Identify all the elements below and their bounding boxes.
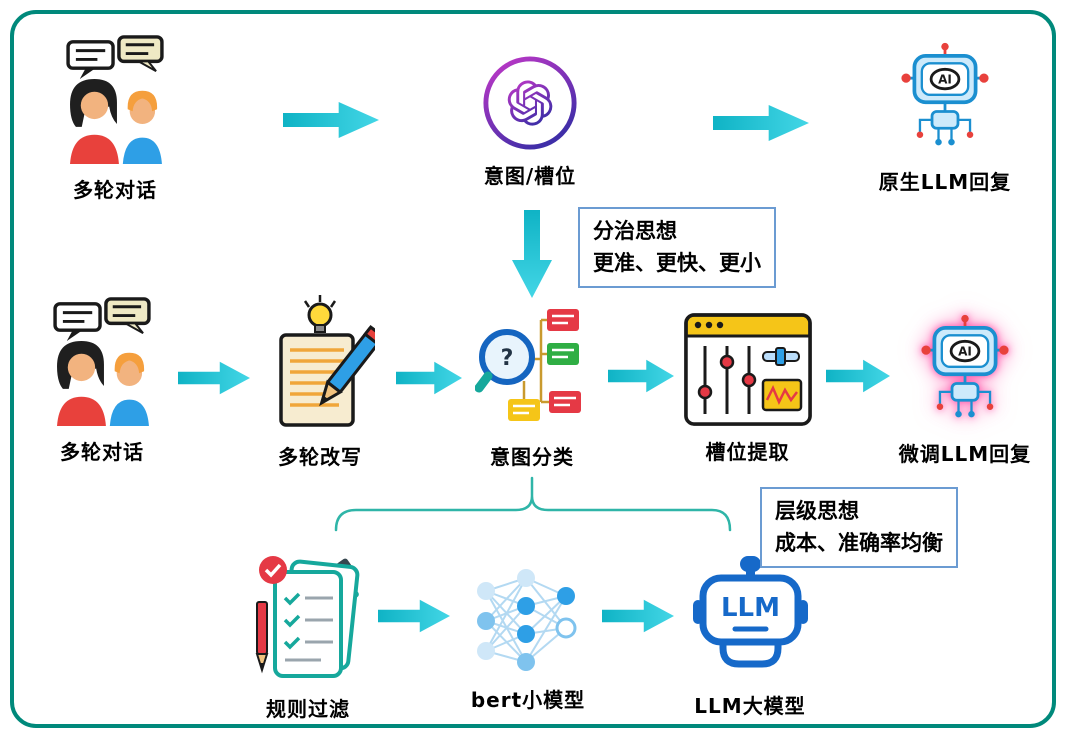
node-native-llm-reply: AI 原生LLM回复 [870,40,1020,195]
people-chat-icon [53,297,151,427]
node-multi-turn-dialog-top: 多轮对话 [40,34,190,203]
node-label: 意图/槽位 [483,164,577,188]
arrow-right-icon [396,360,462,396]
annotation-hierarchy: 层级思想 成本、准确率均衡 [760,487,958,568]
svg-text:AI: AI [958,345,972,359]
node-label: 微调LLM回复 [898,442,1032,466]
node-label: 原生LLM回复 [878,170,1012,194]
svg-text:LLM: LLM [720,593,779,623]
arrow-right-icon [608,358,674,394]
arrow-right-icon [283,100,379,140]
arrow-down-icon [510,210,554,298]
node-slot-extraction: 槽位提取 [675,310,820,465]
annotation-line: 更准、更快、更小 [593,250,761,275]
node-label: 槽位提取 [705,440,790,464]
node-label: bert小模型 [470,688,586,712]
node-bert-small-model: bert小模型 [458,566,598,713]
annotation-line: 分治思想 [593,219,677,243]
node-finetuned-llm-reply: AI 微调LLM回复 [890,312,1040,467]
arrow-right-icon [178,360,250,396]
node-label: 规则过滤 [266,697,350,721]
hierarchy-bracket [328,476,738,534]
people-chat-icon [66,35,164,165]
ai-robot-glow-icon: AI [921,314,1009,418]
checklist-gavel-icon [255,556,359,678]
arrow-right-icon [826,358,890,394]
node-label: LLM大模型 [694,694,806,718]
annotation-line: 层级思想 [775,499,859,523]
node-multi-turn-dialog-mid: 多轮对话 [32,296,172,465]
svg-text:AI: AI [938,73,952,87]
sliders-panel-icon [683,313,812,426]
document-pencil-icon [279,295,375,427]
ai-robot-icon: AI [901,42,989,146]
node-multi-turn-rewrite: 多轮改写 [250,293,390,470]
node-label: 多轮对话 [73,178,157,202]
node-label: 多轮改写 [278,445,362,469]
annotation-divide-conquer: 分治思想 更准、更快、更小 [578,207,776,288]
node-llm-large-model: LLM LLM大模型 [680,552,820,719]
openai-logo-icon [483,56,577,150]
annotation-line: 成本、准确率均衡 [775,530,943,555]
neural-network-icon [477,569,577,671]
node-intent-classification: ? 意图分类 [462,303,602,470]
node-intent-slot: 意图/槽位 [455,54,605,189]
arrow-right-icon [713,103,809,143]
arrow-right-icon [602,598,674,634]
node-label: 意图分类 [490,445,574,469]
llm-robot-icon: LLM [692,556,808,668]
svg-text:?: ? [500,346,513,371]
node-label: 多轮对话 [60,440,144,464]
magnifier-tree-icon: ? [474,309,581,421]
node-rule-filter: 规则过滤 [243,550,373,722]
arrow-right-icon [378,598,450,634]
